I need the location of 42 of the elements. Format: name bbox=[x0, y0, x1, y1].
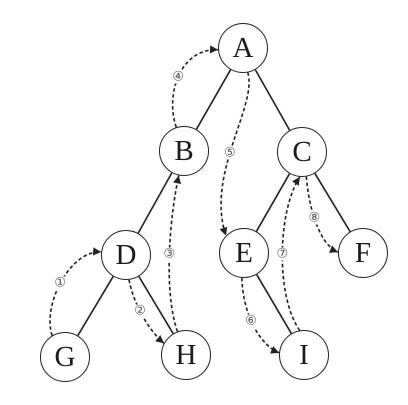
step-number: ② bbox=[133, 304, 147, 318]
traversal-arrow bbox=[128, 280, 164, 344]
tree-edge bbox=[138, 276, 174, 334]
step-number: ⑦ bbox=[275, 247, 290, 260]
tree-node bbox=[279, 330, 329, 380]
traversal-arrow bbox=[172, 46, 218, 128]
tree-node bbox=[161, 330, 211, 380]
tree-node bbox=[277, 127, 327, 177]
tree-node bbox=[338, 228, 388, 278]
step-number: ① bbox=[53, 276, 68, 290]
tree-edge bbox=[256, 274, 292, 334]
node-label: C bbox=[292, 138, 312, 166]
traversal-arrow bbox=[168, 175, 182, 332]
traversal-arrow bbox=[241, 278, 280, 354]
node-label: H bbox=[176, 340, 196, 370]
node-label: F bbox=[354, 238, 372, 268]
step-number: ⑧ bbox=[307, 212, 322, 225]
tree-edge bbox=[77, 276, 114, 336]
tree-edge bbox=[256, 173, 290, 232]
tree-node bbox=[218, 23, 268, 73]
traversal-arrow bbox=[49, 248, 102, 336]
tree-edge bbox=[314, 172, 351, 232]
tree-node bbox=[159, 126, 209, 176]
step-number: ⑥ bbox=[244, 314, 258, 327]
traversal-arrow bbox=[282, 176, 301, 331]
node-label: I bbox=[299, 340, 309, 370]
step-number: ③ bbox=[162, 247, 176, 260]
tree-node bbox=[219, 228, 269, 278]
tree-node bbox=[40, 332, 90, 382]
node-label: B bbox=[174, 136, 194, 166]
node-label: A bbox=[232, 34, 254, 62]
tree-node bbox=[101, 230, 151, 280]
traversal-arrow bbox=[220, 72, 250, 236]
traversal-arrow bbox=[306, 176, 338, 253]
tree-edge bbox=[196, 69, 232, 130]
step-number: ⑤ bbox=[222, 146, 237, 160]
node-label: D bbox=[116, 240, 136, 270]
tree-edge bbox=[254, 69, 290, 131]
step-number: ④ bbox=[171, 70, 185, 84]
node-label: G bbox=[54, 342, 76, 372]
tree-edge bbox=[137, 172, 173, 234]
node-label: E bbox=[235, 238, 253, 268]
